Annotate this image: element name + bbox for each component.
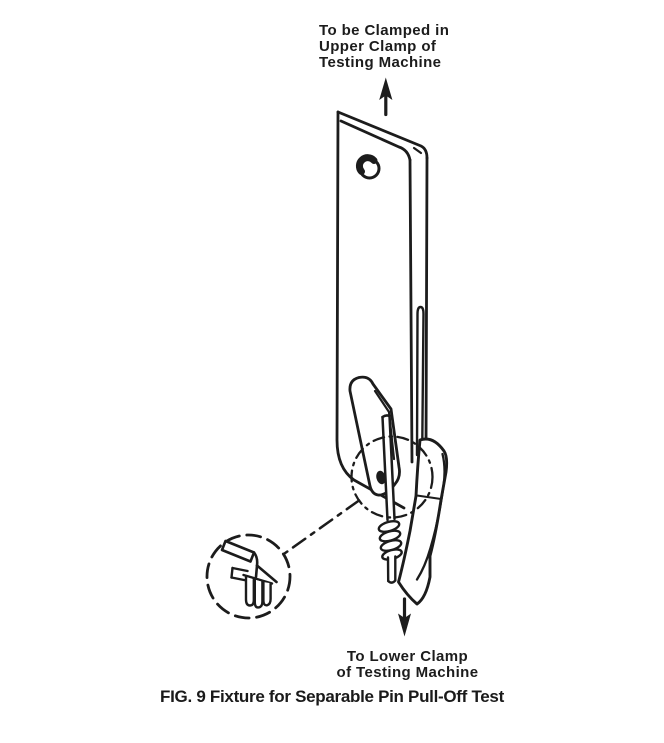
upper-clamp-label: To be Clamped in Upper Clamp of Testing …	[319, 23, 449, 71]
lower-clamp-label-line2: of Testing Machine	[336, 664, 479, 681]
figure-caption: FIG. 9 Fixture for Separable Pin Pull-Of…	[160, 687, 504, 706]
pin-tip-detail	[220, 539, 278, 609]
wire-end	[386, 555, 397, 584]
bar-hole	[356, 154, 381, 180]
fixture-bar	[335, 110, 429, 510]
wire-coil	[377, 520, 403, 561]
detail-indicator-circle	[350, 435, 434, 519]
upper-clamp-label-line2: Upper Clamp of	[319, 38, 437, 55]
bar-slot	[415, 305, 425, 475]
lower-clamp-label-line1: To Lower Clamp	[346, 648, 469, 665]
detail-view	[205, 533, 292, 620]
lower-clamp-label: To Lower Clamp of Testing Machine	[330, 649, 485, 681]
upper-clamp-label-line1: To be Clamped in	[319, 22, 450, 39]
leader-line	[283, 499, 361, 555]
chamfer-tick	[412, 146, 423, 155]
down-arrow-icon	[398, 597, 411, 637]
terminal-flap	[397, 437, 449, 606]
pin-wire	[381, 414, 396, 522]
detail-view-circle	[205, 533, 292, 620]
up-arrow-icon	[379, 77, 393, 117]
upper-clamp-label-line3: Testing Machine	[319, 54, 442, 71]
pin-engagement-spot	[376, 470, 386, 485]
